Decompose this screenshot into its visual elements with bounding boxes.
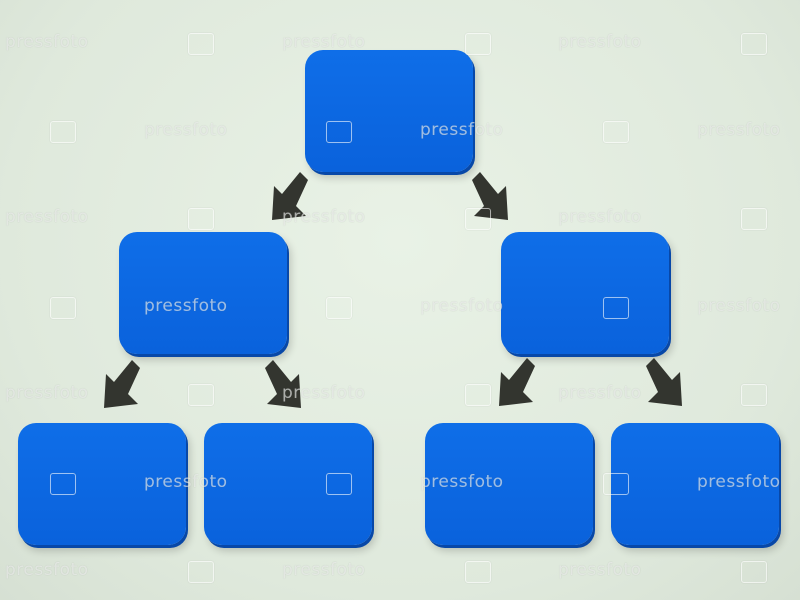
watermark-text: pressfoto (697, 296, 781, 316)
watermark-text: pressfoto (5, 207, 89, 227)
arrow-down-right-icon (265, 360, 301, 408)
node-leaf-4 (611, 423, 779, 545)
arrow-down-left-icon (104, 360, 140, 408)
node-root (305, 50, 473, 172)
node-leaf-2 (204, 423, 372, 545)
watermark-text: pressfoto (697, 120, 781, 140)
watermark-logo-icon (603, 121, 629, 143)
watermark-logo-icon (188, 384, 214, 406)
watermark-logo-icon (326, 297, 352, 319)
arrow-down-left-icon (272, 172, 308, 220)
watermark-logo-icon (465, 33, 491, 55)
watermark-text: pressfoto (420, 296, 504, 316)
node-mid-right (501, 232, 669, 354)
watermark-logo-icon (741, 384, 767, 406)
watermark-text: pressfoto (558, 383, 642, 403)
arrow-down-right-icon (646, 358, 682, 406)
watermark-text: pressfoto (144, 120, 228, 140)
node-leaf-1 (18, 423, 186, 545)
watermark-logo-icon (50, 297, 76, 319)
watermark-logo-icon (188, 208, 214, 230)
arrow-down-left-icon (499, 358, 535, 406)
watermark-logo-icon (50, 121, 76, 143)
watermark-logo-icon (465, 384, 491, 406)
watermark-text: pressfoto (5, 560, 89, 580)
watermark-logo-icon (188, 33, 214, 55)
node-leaf-3 (425, 423, 593, 545)
watermark-text: pressfoto (558, 32, 642, 52)
watermark-logo-icon (741, 33, 767, 55)
watermark-logo-icon (188, 561, 214, 583)
watermark-logo-icon (741, 208, 767, 230)
watermark-text: pressfoto (558, 560, 642, 580)
arrow-down-right-icon (472, 172, 508, 220)
watermark-text: pressfoto (5, 32, 89, 52)
watermark-text: pressfoto (558, 207, 642, 227)
watermark-text: pressfoto (5, 383, 89, 403)
watermark-text: pressfoto (282, 560, 366, 580)
watermark-logo-icon (741, 561, 767, 583)
watermark-logo-icon (465, 561, 491, 583)
watermark-text: pressfoto (282, 32, 366, 52)
node-mid-left (119, 232, 287, 354)
